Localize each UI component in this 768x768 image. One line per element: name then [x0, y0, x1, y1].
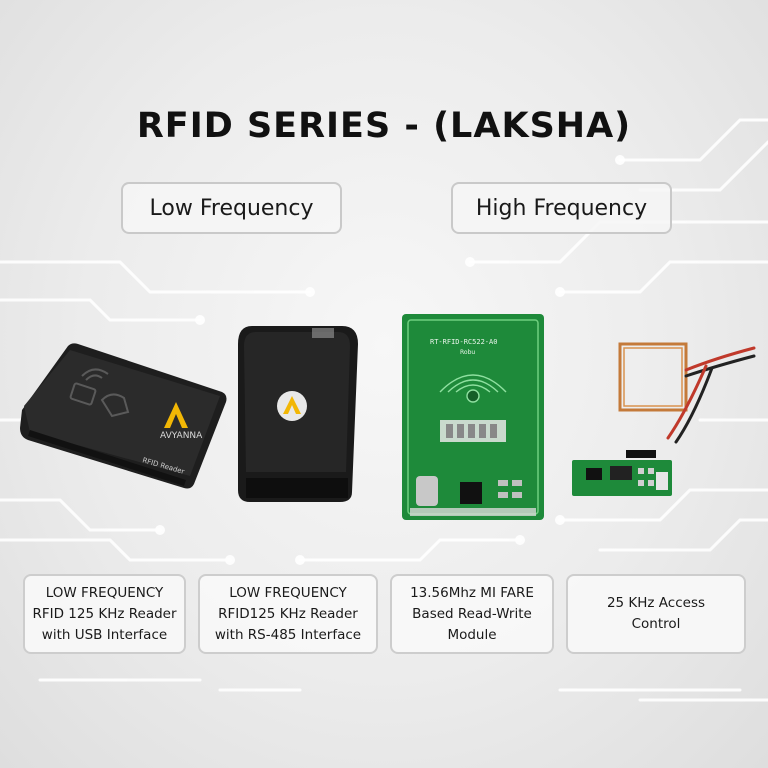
- rc522-module-image[interactable]: RT-RFID-RC522-A0 Robu: [400, 312, 546, 522]
- page-title: RFID SERIES - (LAKSHA): [136, 106, 632, 146]
- avyanna-badge-icon: [277, 391, 307, 421]
- product-caption-access-control: 25 KHz Access Control: [566, 574, 746, 654]
- rc522-model-text: RT-RFID-RC522-A0: [430, 338, 497, 346]
- product-caption-mifare-module: 13.56Mhz MI FARE Based Read-Write Module: [390, 574, 554, 654]
- product-caption-usb-reader: LOW FREQUENCY RFID 125 KHz Reader with U…: [23, 574, 186, 654]
- antenna-waves-icon: [439, 374, 507, 403]
- usb-rfid-reader-image[interactable]: AVYANNA RFID Reader: [16, 340, 230, 492]
- caption-access-control-text: 25 KHz Access Control: [606, 595, 706, 632]
- product-caption-rs485-reader: LOW FREQUENCY RFID125 KHz Reader with RS…: [198, 574, 378, 654]
- avyanna-logo-icon: [164, 402, 188, 428]
- access-control-module-image[interactable]: [566, 322, 762, 506]
- high-frequency-tab[interactable]: High Frequency: [451, 182, 672, 234]
- low-frequency-tab[interactable]: Low Frequency: [121, 182, 342, 234]
- high-frequency-label: High Frequency: [475, 195, 648, 221]
- caption-rs485-reader-text: LOW FREQUENCY RFID125 KHz Reader with RS…: [214, 584, 362, 643]
- caption-mifare-module-text: 13.56Mhz MI FARE Based Read-Write Module: [410, 584, 534, 643]
- low-frequency-label: Low Frequency: [149, 195, 314, 221]
- rc522-brand-text: Robu: [460, 349, 475, 356]
- rs485-rfid-reader-image[interactable]: [234, 322, 362, 506]
- caption-usb-reader-text: LOW FREQUENCY RFID 125 KHz Reader with U…: [32, 584, 177, 643]
- usb-reader-brand-text: AVYANNA: [160, 431, 203, 441]
